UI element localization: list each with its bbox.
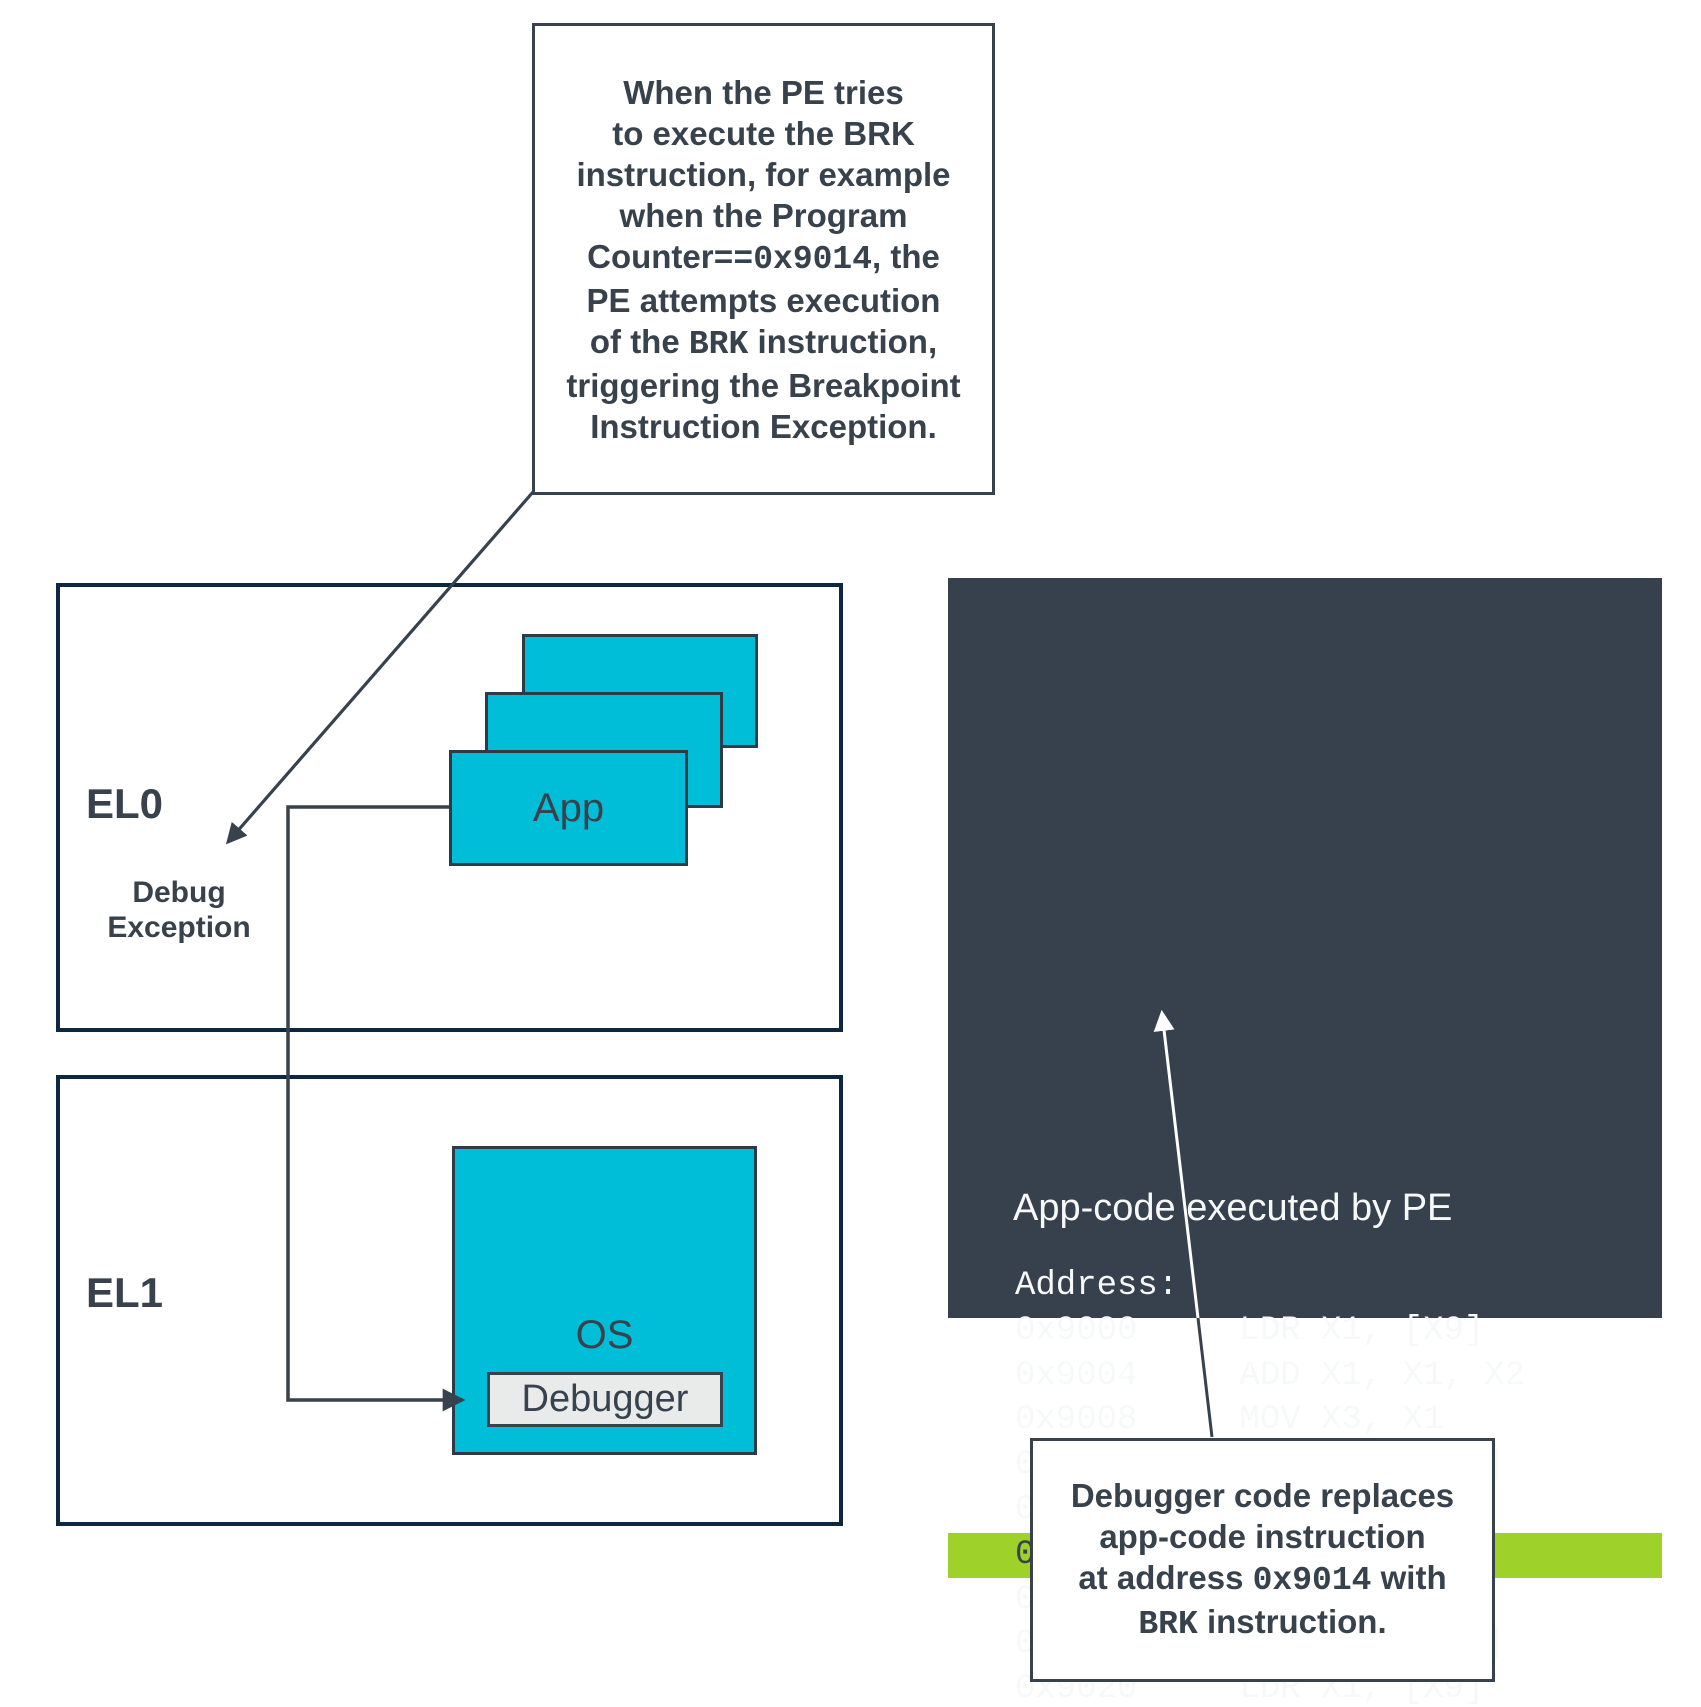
- callout-line: triggering the Breakpoint: [566, 366, 961, 404]
- debug-exception-label: Debug Exception: [107, 876, 251, 944]
- callout-line: instruction, for example: [576, 155, 951, 193]
- code-row: 0x9000 LDR X1, [X9]: [1015, 1311, 1485, 1350]
- code-address-header: Address:: [1015, 1267, 1179, 1305]
- callout-line: Debugger code replaces: [1070, 1477, 1455, 1514]
- callout-line: when the Program: [619, 196, 908, 234]
- callout-line: to execute the BRK: [612, 114, 915, 152]
- callout-line: PE attempts execution: [586, 281, 941, 319]
- code-row: 0x9008 MOV X3, X1: [1015, 1401, 1444, 1440]
- el1-label: EL1: [86, 1269, 164, 1316]
- callout-line: BRK instruction.: [1138, 1603, 1387, 1643]
- callout-line: When the PE tries: [623, 73, 904, 111]
- debugger-box: Debugger: [487, 1372, 723, 1427]
- callout-line: Instruction Exception.: [590, 407, 937, 445]
- callout-line: at address 0x9014 with: [1078, 1559, 1447, 1599]
- callout-line: Counter==0x9014, the: [587, 237, 940, 278]
- callout-line: app-code instruction: [1099, 1518, 1426, 1555]
- callout-line: of the BRK instruction,: [589, 322, 938, 363]
- code-row: 0x9004 ADD X1, X1, X2: [1015, 1356, 1526, 1395]
- el0-label: EL0: [86, 780, 164, 827]
- callout-debugger-replaces: Debugger code replaces app-code instruct…: [1030, 1438, 1495, 1682]
- app-label: App: [532, 785, 605, 830]
- callout-breakpoint-exception: When the PE tries to execute the BRK ins…: [532, 23, 995, 495]
- app-box: App: [449, 750, 688, 866]
- debugger-label: Debugger: [521, 1378, 689, 1420]
- app-code-panel: App-code executed by PE Address: 0x9000 …: [948, 578, 1662, 1707]
- os-label: OS: [575, 1313, 634, 1357]
- app-code-title: App-code executed by PE: [1013, 1187, 1453, 1229]
